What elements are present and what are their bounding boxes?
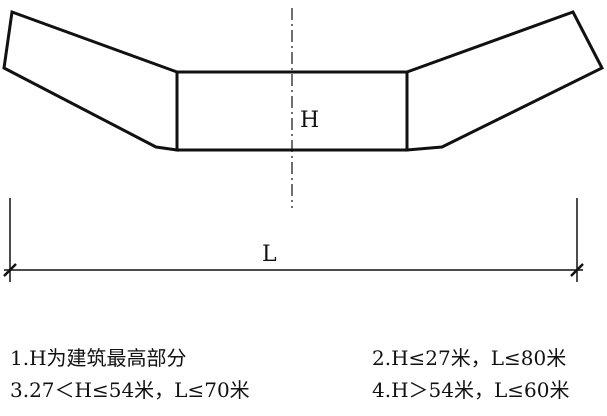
- length-label: L: [262, 242, 277, 267]
- note-3: 3.27＜H≤54米，L≤70米: [10, 378, 250, 402]
- right-wing-outline: [405, 10, 605, 152]
- note-2: 2.H≤27米，L≤80米: [372, 346, 567, 370]
- note-4: 4.H＞54米，L≤60米: [372, 378, 570, 402]
- dimension-tick-right: [570, 263, 584, 277]
- note-1: 1.H为建筑最高部分: [10, 346, 187, 370]
- height-label: H: [300, 108, 319, 133]
- dimension-tick-left: [3, 263, 17, 277]
- left-wing-outline: [2, 9, 179, 152]
